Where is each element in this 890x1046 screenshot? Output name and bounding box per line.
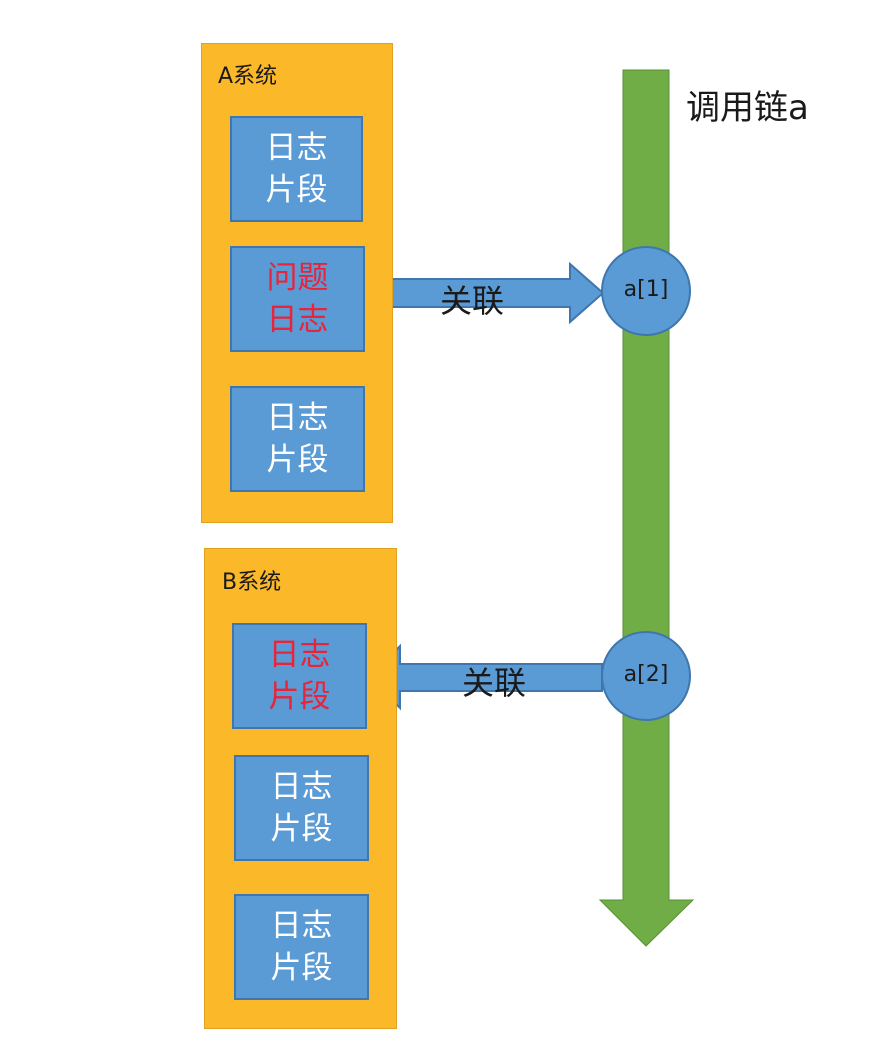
system-a-log-block-1: 日志片段 [230, 116, 363, 222]
system-a-problem-log-block: 问题日志 [230, 246, 365, 352]
log-line: 片段 [270, 950, 333, 986]
chain-node-a1-label: a[1] [623, 277, 669, 302]
log-line: 日志 [270, 908, 333, 944]
chain-node-a2 [601, 631, 691, 721]
log-line: 片段 [270, 811, 333, 847]
log-line: 日志 [266, 400, 329, 436]
chain-node-a2-label: a[2] [623, 662, 669, 687]
log-line: 日志 [265, 130, 328, 166]
call-chain-label: 调用链a [686, 88, 809, 128]
link-label-a1: 关联 [440, 282, 505, 320]
system-b-log-block-2: 日志片段 [234, 755, 369, 861]
log-line: 片段 [266, 442, 329, 478]
system-b-title: B系统 [222, 570, 282, 595]
log-line: 日志 [268, 637, 331, 673]
system-b-related-log-block: 日志片段 [232, 623, 367, 729]
log-line: 片段 [265, 172, 328, 208]
system-a-log-block-3: 日志片段 [230, 386, 365, 492]
system-a-title: A系统 [218, 64, 278, 89]
log-line: 日志 [270, 769, 333, 805]
call-chain-arrow [598, 69, 695, 947]
chain-node-a1 [601, 246, 691, 336]
log-line: 日志 [266, 302, 329, 338]
link-label-a2: 关联 [462, 664, 527, 702]
log-line: 问题 [266, 260, 329, 296]
link-arrow-a1 [368, 261, 605, 325]
system-b-log-block-3: 日志片段 [234, 894, 369, 1000]
log-line: 片段 [268, 679, 331, 715]
